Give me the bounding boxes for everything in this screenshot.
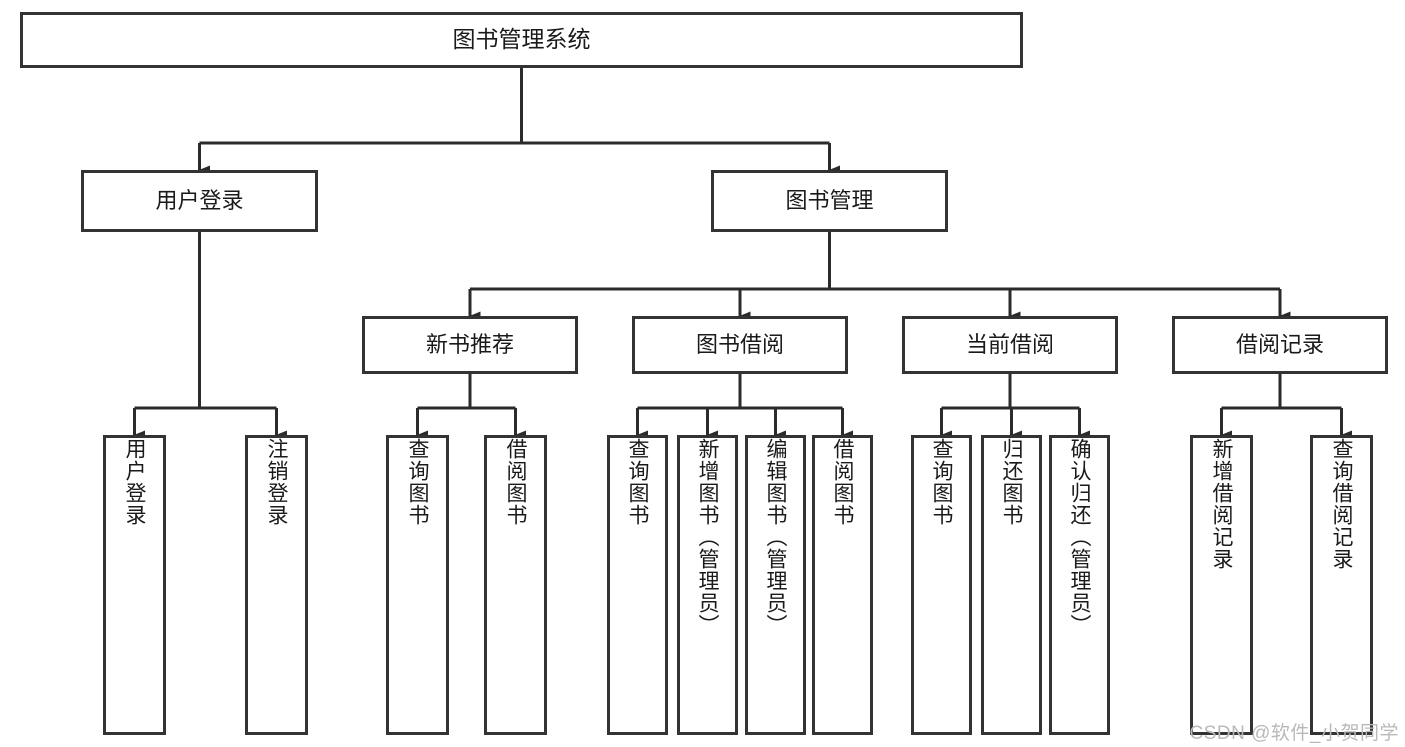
node-root[interactable]: 图书管理系统 — [20, 12, 1023, 68]
node-new-book-recommend[interactable]: 新书推荐 — [362, 316, 578, 374]
node-leaf-add-book[interactable]: 新增图书（管理员） — [677, 435, 738, 735]
node-leaf-user-login-label: 用户登录 — [123, 438, 146, 526]
node-leaf-query-book-2[interactable]: 查询图书 — [607, 435, 668, 735]
node-root-label: 图书管理系统 — [452, 26, 591, 53]
node-current-borrow-label: 当前借阅 — [965, 332, 1054, 358]
node-borrow-record-label: 借阅记录 — [1235, 332, 1324, 358]
node-user-login-label: 用户登录 — [155, 188, 244, 214]
node-leaf-query-book-1-label: 查询图书 — [406, 438, 429, 526]
node-user-login[interactable]: 用户登录 — [81, 170, 318, 232]
node-leaf-confirm-return[interactable]: 确认归还（管理员） — [1049, 435, 1110, 735]
node-leaf-query-book-3-label: 查询图书 — [930, 438, 953, 526]
node-leaf-add-record[interactable]: 新增借阅记录 — [1190, 435, 1253, 735]
node-book-borrow[interactable]: 图书借阅 — [632, 316, 848, 374]
node-leaf-borrow-book-1-label: 借阅图书 — [504, 438, 527, 526]
node-leaf-return-book-label: 归还图书 — [1000, 438, 1023, 526]
node-book-manage[interactable]: 图书管理 — [711, 170, 948, 232]
node-leaf-borrow-book-1[interactable]: 借阅图书 — [484, 435, 547, 735]
node-leaf-borrow-book-2-label: 借阅图书 — [831, 438, 854, 526]
node-leaf-user-logout-label: 注销登录 — [265, 438, 288, 526]
node-leaf-edit-book-label: 编辑图书（管理员） — [764, 438, 787, 636]
node-leaf-add-book-label: 新增图书（管理员） — [696, 438, 719, 636]
node-leaf-user-login[interactable]: 用户登录 — [103, 435, 166, 735]
node-leaf-query-book-2-label: 查询图书 — [626, 438, 649, 526]
node-leaf-query-record[interactable]: 查询借阅记录 — [1310, 435, 1373, 735]
node-leaf-return-book[interactable]: 归还图书 — [981, 435, 1042, 735]
node-book-manage-label: 图书管理 — [785, 188, 874, 214]
node-leaf-confirm-return-label: 确认归还（管理员） — [1068, 438, 1091, 636]
node-book-borrow-label: 图书借阅 — [695, 332, 784, 358]
node-leaf-query-book-3[interactable]: 查询图书 — [911, 435, 972, 735]
node-leaf-query-book-1[interactable]: 查询图书 — [386, 435, 449, 735]
node-leaf-borrow-book-2[interactable]: 借阅图书 — [812, 435, 873, 735]
node-leaf-user-logout[interactable]: 注销登录 — [245, 435, 308, 735]
node-new-book-recommend-label: 新书推荐 — [425, 332, 514, 358]
node-leaf-query-record-label: 查询借阅记录 — [1330, 438, 1353, 570]
node-leaf-edit-book[interactable]: 编辑图书（管理员） — [745, 435, 806, 735]
node-borrow-record[interactable]: 借阅记录 — [1172, 316, 1388, 374]
node-leaf-add-record-label: 新增借阅记录 — [1210, 438, 1233, 570]
node-current-borrow[interactable]: 当前借阅 — [902, 316, 1118, 374]
